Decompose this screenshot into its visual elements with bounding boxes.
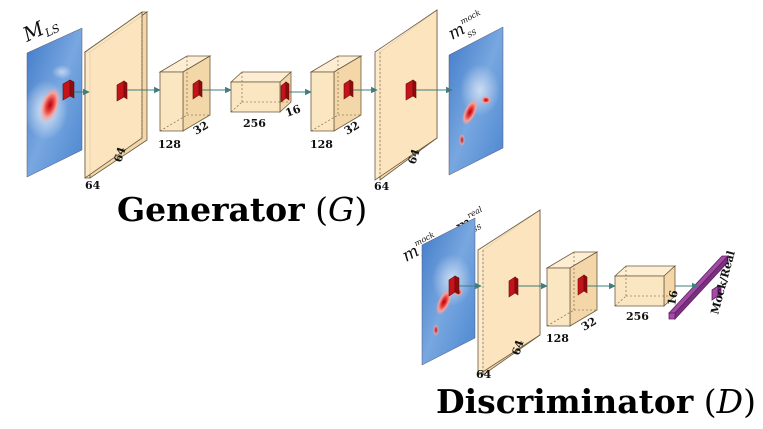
discriminator-layer-1	[477, 209, 541, 376]
generator-layer-5	[374, 9, 438, 181]
discriminator-layer-3	[613, 265, 677, 307]
discriminator-output-label: Mock/Real	[708, 249, 737, 315]
discriminator-layer-2-height: 128	[546, 332, 569, 345]
generator-layer-3	[229, 71, 293, 113]
generator-title: Generator (G)	[117, 190, 367, 229]
discriminator-input-image	[421, 217, 476, 366]
generator-layer-2	[158, 55, 212, 132]
discriminator-layer-3-depth: 16	[665, 289, 681, 307]
generator-layer-4-height: 128	[310, 138, 333, 151]
generator-layer-1	[83, 11, 149, 179]
generator-layer-1-depth: 64	[111, 145, 128, 164]
generator-arrows	[74, 86, 453, 96]
generator-layer-2-height: 128	[158, 138, 181, 151]
discriminator: mmockSSormrealSS 64 64	[399, 205, 756, 421]
generator-input-image	[24, 27, 83, 178]
discriminator-layer-1-height: 64	[476, 368, 492, 381]
discriminator-title: Discriminator (D)	[436, 382, 756, 421]
discriminator-layer-1-depth: 64	[509, 338, 526, 357]
generator-output-image	[448, 26, 504, 176]
generator-layer-1-height: 64	[85, 179, 101, 192]
generator-layer-3-width: 256	[243, 117, 266, 130]
generator-layer-4	[309, 55, 363, 132]
discriminator-output-node	[711, 285, 722, 301]
generator-layer-5-depth: 64	[405, 147, 422, 166]
discriminator-layer-2	[545, 251, 599, 327]
generator-layer-3-depth: 16	[284, 102, 303, 120]
discriminator-layer-3-width: 256	[626, 310, 649, 323]
generator: MLS 64 64 128 32	[18, 8, 504, 229]
generator-layer-5-height: 64	[374, 180, 390, 193]
